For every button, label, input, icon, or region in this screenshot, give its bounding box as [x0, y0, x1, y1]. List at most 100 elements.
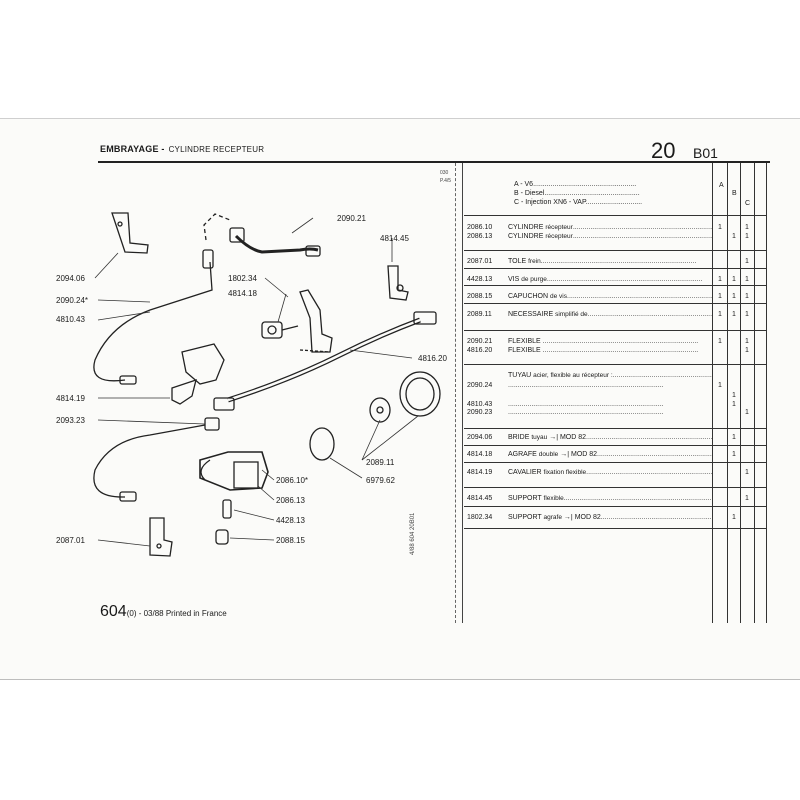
leader-dots: ........................................… [612, 372, 712, 379]
divider-line [462, 163, 463, 623]
side-ref-top2: P.4/5 [440, 178, 452, 184]
leader-dots: ........................................… [572, 233, 712, 240]
quantity-c: 1 [745, 224, 749, 231]
part-name: CYLINDRE [508, 224, 546, 231]
column-line-c [740, 163, 741, 623]
leader-dots: ........................................… [508, 382, 664, 389]
quantity-c: 1 [745, 347, 749, 354]
title-main: EMBRAYAGE - [100, 144, 165, 154]
callout-6979-62: 6979.62 [366, 476, 395, 485]
quantity-b: 1 [732, 392, 736, 399]
leader-dots: ........................................… [587, 311, 712, 318]
part-code: 1802.34 [467, 514, 493, 521]
section-code: B01 [693, 145, 718, 161]
column-line-b [727, 163, 728, 623]
row-separator [464, 428, 766, 429]
callout-4816-20: 4816.20 [418, 354, 447, 363]
row-separator [464, 506, 766, 507]
leader-dots: ........................................… [597, 451, 712, 458]
part-code: 4814.18 [467, 451, 493, 458]
quantity-a: 1 [718, 276, 722, 283]
part-code: 2090.24 [467, 382, 493, 389]
quantity-a: 1 [718, 311, 722, 318]
quantity-a: 1 [718, 293, 722, 300]
quantity-c: 1 [745, 233, 749, 240]
row-separator [464, 303, 766, 304]
callout-2089-11: 2089.11 [366, 458, 395, 467]
part-row: 2090.23.................................… [467, 409, 712, 416]
column-header-b: B [732, 190, 737, 197]
part-code: 2090.21 [467, 338, 493, 345]
callout-4428-13: 4428.13 [276, 516, 305, 525]
column-line-d [754, 163, 755, 623]
part-name: SUPPORT [508, 514, 544, 521]
part-code: 4814.19 [467, 469, 493, 476]
arrow-icon: →| [561, 514, 575, 521]
leader-dots: ........................................… [508, 409, 664, 416]
quantity-b: 1 [732, 276, 736, 283]
part-name: FLEXIBLE [508, 347, 543, 354]
part-name: CYLINDRE [508, 233, 546, 240]
leader-dots: ........................................… [586, 434, 712, 441]
part-code: 2094.06 [467, 434, 493, 441]
part-description: de vis [550, 293, 567, 300]
part-row: 2090.24.................................… [467, 382, 712, 389]
leader-dots: ........................................… [542, 347, 699, 354]
arrow-icon: →| [558, 451, 571, 458]
part-code: 4428.13 [467, 276, 493, 283]
part-code: 2090.23 [467, 409, 493, 416]
quantity-c: 1 [745, 276, 749, 283]
quantity-c: 1 [745, 495, 749, 502]
quantity-a: 1 [718, 224, 722, 231]
part-description: flexible [543, 495, 564, 502]
row-separator [464, 364, 766, 365]
leader-dots: ........................................… [567, 293, 712, 300]
quantity-c: 1 [745, 469, 749, 476]
model-note: MOD 82 [574, 514, 601, 521]
part-row: 1802.34 SUPPORT agrafe →| MOD 82.........… [467, 514, 712, 521]
part-description: agrafe [543, 514, 562, 521]
quantity-b: 1 [732, 401, 736, 408]
part-description: fixation flexible [543, 469, 587, 476]
leader-dots: ........................................… [563, 495, 712, 502]
part-description: de purge [521, 276, 547, 283]
quantity-b: 1 [732, 514, 736, 521]
column-line-a [712, 163, 713, 623]
bracket-2094-06 [111, 212, 149, 254]
leader-dots: ........................................… [572, 224, 712, 231]
quantity-c: 1 [745, 293, 749, 300]
part-description: récepteur [545, 224, 573, 231]
part-description: frein [528, 258, 541, 265]
leader-dots: ........................................… [546, 276, 703, 283]
part-code: 4814.45 [467, 495, 493, 502]
row-separator [464, 528, 766, 529]
quantity-c: 1 [745, 338, 749, 345]
part-name: BRIDE [508, 434, 532, 441]
section-number: 20 [651, 138, 676, 163]
column-header-c: C [745, 200, 751, 207]
part-name: TOLE [508, 258, 529, 265]
part-code: 2087.01 [467, 258, 493, 265]
part-row: TUYAU acier, flexible au récepteur :....… [467, 372, 712, 379]
model-note: MOD 82 [570, 451, 598, 458]
callout-2086-10: 2086.10* [276, 476, 309, 485]
part-row [467, 392, 712, 399]
table-separator [464, 215, 766, 216]
leader-dots: ........................................… [600, 514, 712, 521]
quantity-c: 1 [745, 258, 749, 265]
part-code: 2088.15 [467, 293, 493, 300]
row-separator [464, 285, 766, 286]
footer-print: (0) - 03/88 Printed in France [126, 609, 227, 618]
part-code: 2086.13 [467, 233, 493, 240]
part-name: FLEXIBLE [508, 338, 543, 345]
model-note: MOD 82 [559, 434, 587, 441]
quantity-b: 1 [732, 451, 736, 458]
callout-4814-19: 4814.19 [56, 394, 85, 403]
